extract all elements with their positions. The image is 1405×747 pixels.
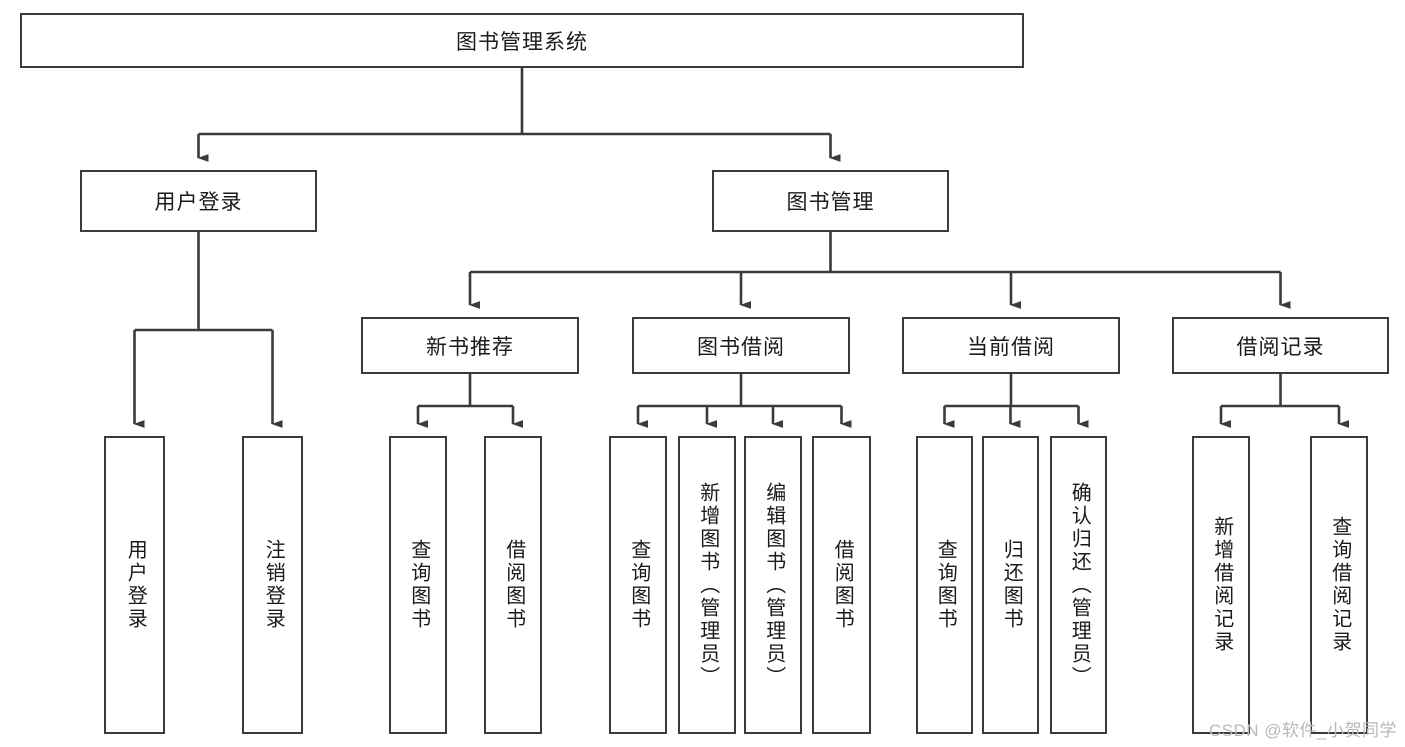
node-label: 图书借阅: [697, 335, 785, 359]
node-label: 查询图书: [627, 539, 650, 631]
node-leaf-edit-book[interactable]: 编辑图书（管理员）: [744, 436, 802, 734]
node-label: 查询图书: [934, 539, 957, 631]
node-leaf-query-book-3[interactable]: 查询图书: [916, 436, 973, 734]
node-label: 注销登录: [262, 539, 285, 631]
node-label: 查询借阅记录: [1328, 516, 1351, 654]
node-leaf-logout[interactable]: 注销登录: [242, 436, 303, 734]
node-leaf-add-record[interactable]: 新增借阅记录: [1192, 436, 1250, 734]
node-leaf-query-record[interactable]: 查询借阅记录: [1310, 436, 1368, 734]
node-label: 查询图书: [407, 539, 430, 631]
node-root-system[interactable]: 图书管理系统: [20, 13, 1024, 68]
node-current-borrow[interactable]: 当前借阅: [902, 317, 1120, 374]
node-book-borrow[interactable]: 图书借阅: [632, 317, 850, 374]
node-label: 图书管理: [786, 191, 875, 214]
node-label: 归还图书: [1000, 539, 1023, 631]
node-leaf-query-book-2[interactable]: 查询图书: [609, 436, 667, 734]
node-leaf-return-book[interactable]: 归还图书: [982, 436, 1039, 734]
node-leaf-add-book[interactable]: 新增图书（管理员）: [678, 436, 736, 734]
node-borrow-record[interactable]: 借阅记录: [1172, 317, 1389, 374]
node-label: 确认归还（管理员）: [1068, 481, 1091, 689]
node-label: 新书推荐: [426, 335, 514, 359]
node-label: 借阅图书: [502, 539, 525, 631]
node-label: 新增图书（管理员）: [696, 481, 719, 689]
node-label: 当前借阅: [967, 335, 1055, 359]
node-leaf-borrow-book-2[interactable]: 借阅图书: [812, 436, 871, 734]
node-leaf-confirm-return[interactable]: 确认归还（管理员）: [1050, 436, 1107, 734]
node-label: 用户登录: [124, 539, 147, 631]
node-label: 借阅记录: [1236, 335, 1325, 359]
node-label: 新增借阅记录: [1210, 516, 1233, 654]
node-new-book-recommend[interactable]: 新书推荐: [361, 317, 579, 374]
node-leaf-user-login[interactable]: 用户登录: [104, 436, 165, 734]
node-leaf-borrow-book-1[interactable]: 借阅图书: [484, 436, 542, 734]
node-label: 图书管理系统: [456, 30, 588, 54]
node-user-login[interactable]: 用户登录: [80, 170, 317, 232]
node-label: 编辑图书（管理员）: [762, 481, 785, 689]
node-label: 用户登录: [154, 191, 243, 214]
node-leaf-query-book-1[interactable]: 查询图书: [389, 436, 447, 734]
node-book-manage[interactable]: 图书管理: [712, 170, 949, 232]
node-label: 借阅图书: [831, 539, 854, 631]
